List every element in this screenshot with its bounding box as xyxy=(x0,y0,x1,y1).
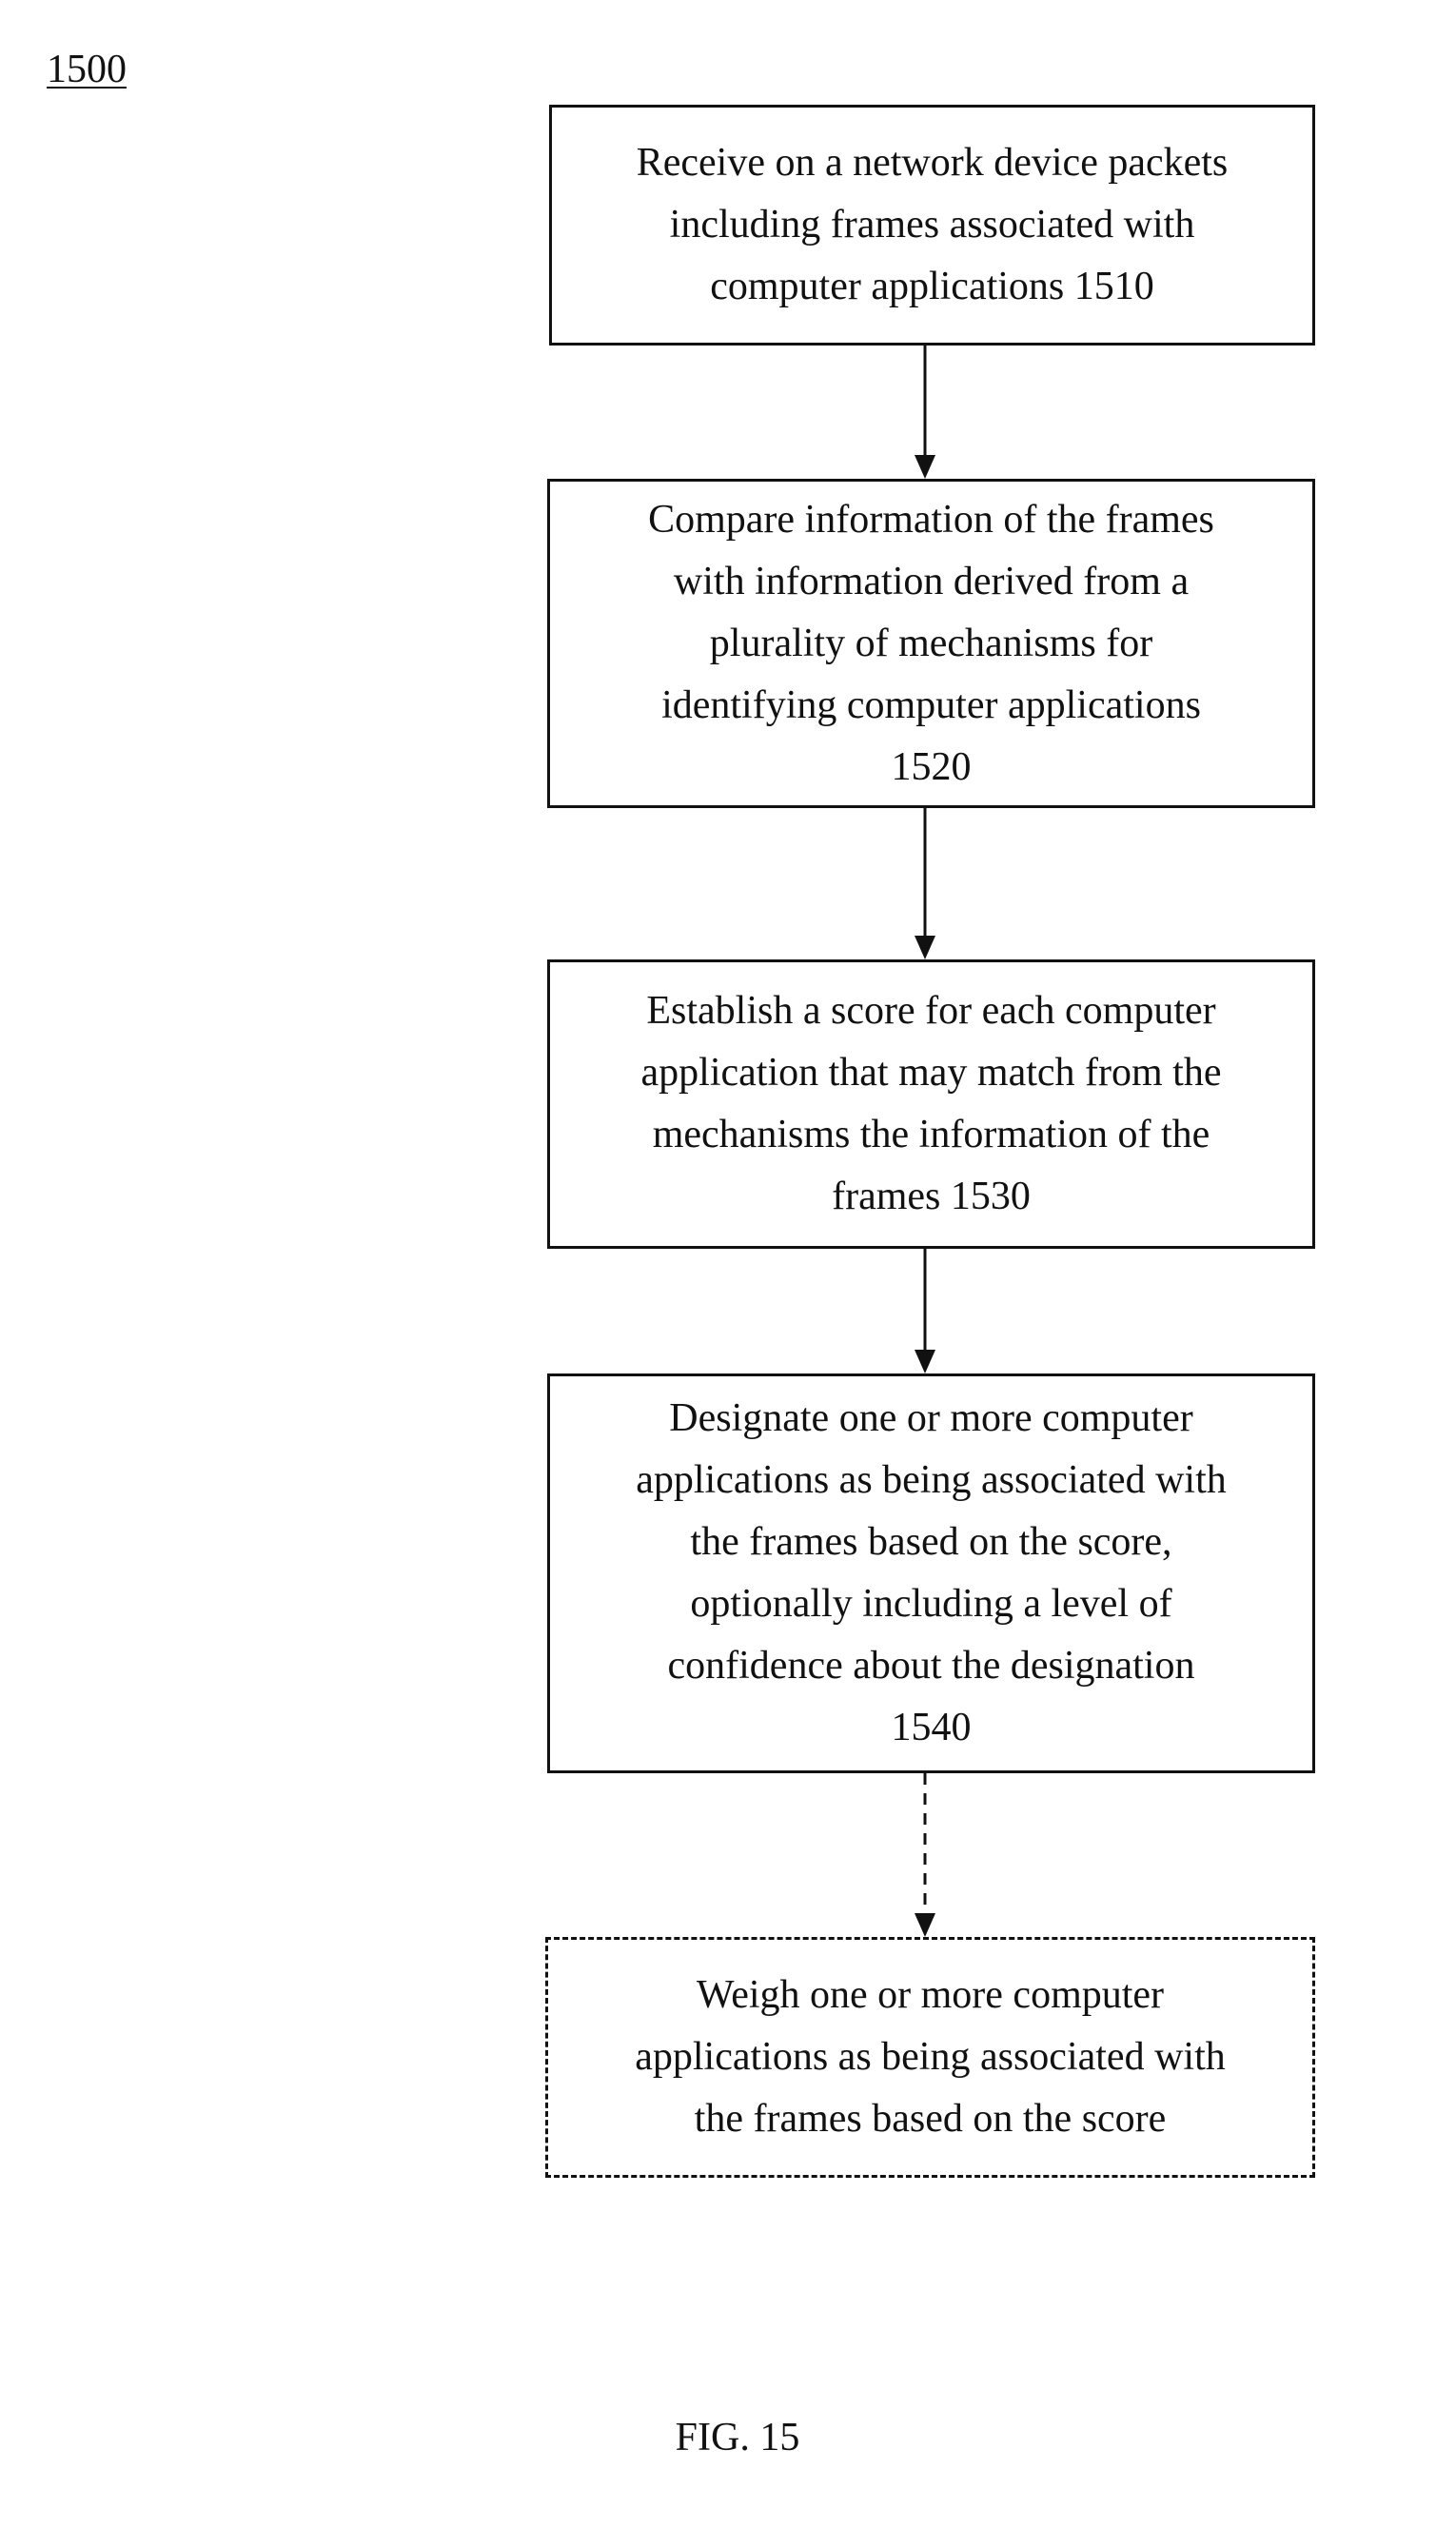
step-1510-text: Receive on a network device packets incl… xyxy=(637,132,1229,318)
connector-1540-to-weigh xyxy=(915,1773,935,1937)
arrowhead xyxy=(915,1350,935,1373)
arrowhead xyxy=(915,936,935,959)
step-1540-text: Designate one or more computer applicati… xyxy=(636,1388,1227,1759)
step-1530-box: Establish a score for each computer appl… xyxy=(547,959,1315,1249)
arrowhead xyxy=(915,455,935,479)
connector-1520-to-1530 xyxy=(915,808,935,959)
step-1530-text: Establish a score for each computer appl… xyxy=(641,980,1222,1228)
arrowhead xyxy=(915,1913,935,1937)
figure-caption: FIG. 15 xyxy=(0,2418,1456,2458)
step-1510-box: Receive on a network device packets incl… xyxy=(549,105,1315,346)
connector-1510-to-1520 xyxy=(915,346,935,479)
optional-weigh-step-box: Weigh one or more computer applications … xyxy=(545,1937,1315,2178)
connector-1530-to-1540 xyxy=(915,1249,935,1373)
step-1540-box: Designate one or more computer applicati… xyxy=(547,1373,1315,1773)
optional-weigh-step-text: Weigh one or more computer applications … xyxy=(635,1965,1226,2150)
step-1520-box: Compare information of the frames with i… xyxy=(547,479,1315,808)
step-1520-text: Compare information of the frames with i… xyxy=(648,489,1214,799)
